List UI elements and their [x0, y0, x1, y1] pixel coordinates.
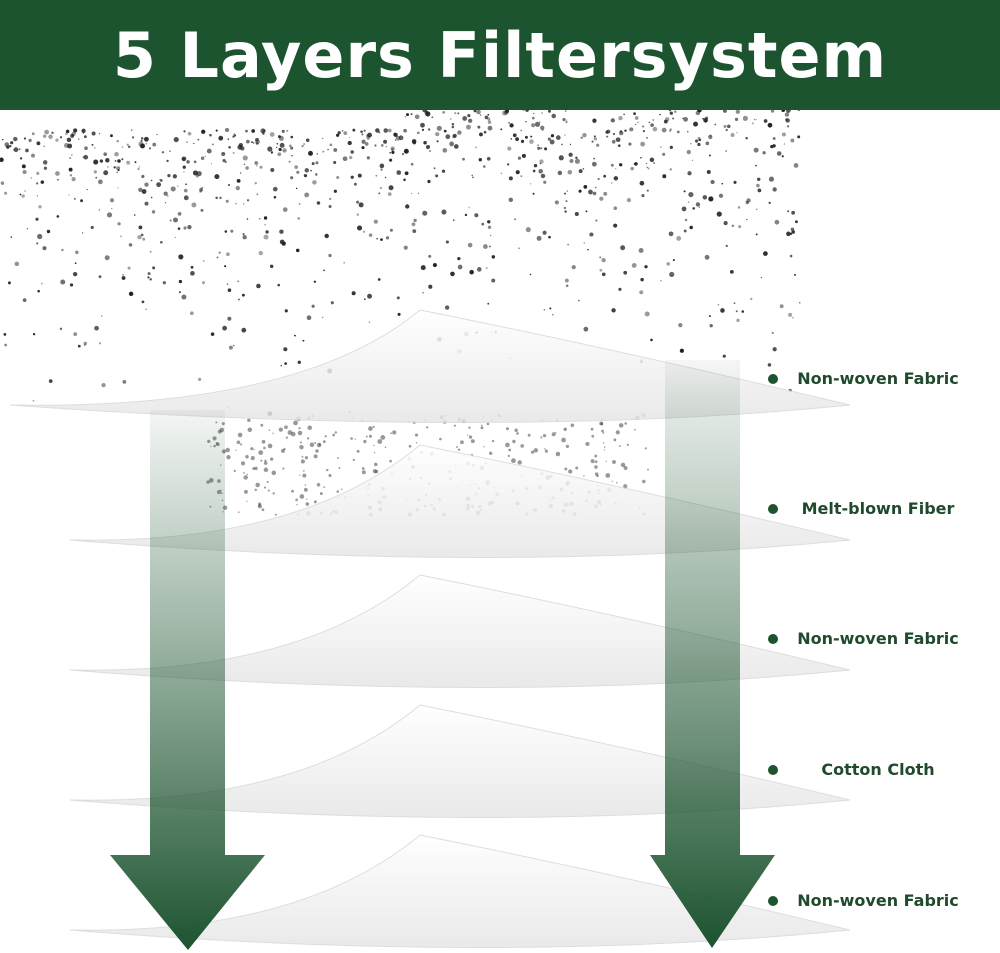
- layer-label-1: Non-woven Fabric: [768, 369, 978, 388]
- bullet-icon: [768, 764, 778, 775]
- layer-name: Non-woven Fabric: [797, 369, 959, 388]
- right-arrow: [650, 360, 775, 948]
- layer-label-2: Melt-blown Fiber: [768, 499, 978, 518]
- bullet-icon: [768, 895, 778, 906]
- left-arrow: [110, 410, 265, 950]
- layer-label-3: Non-woven Fabric: [768, 629, 978, 648]
- layer-name: Non-woven Fabric: [797, 891, 959, 910]
- filter-layers-illustration: [0, 110, 851, 950]
- bullet-icon: [768, 373, 778, 384]
- layer-name: Melt-blown Fiber: [801, 499, 955, 518]
- layer-name: Cotton Cloth: [821, 760, 935, 779]
- bullet-icon: [768, 633, 778, 644]
- bullet-icon: [768, 503, 778, 514]
- layer-name: Non-woven Fabric: [797, 629, 959, 648]
- layer-label-4: Cotton Cloth: [768, 760, 978, 779]
- layer-label-5: Non-woven Fabric: [768, 891, 978, 910]
- page-title: 5 Layers Filtersystem: [112, 18, 888, 92]
- title-banner: 5 Layers Filtersystem: [0, 0, 1000, 110]
